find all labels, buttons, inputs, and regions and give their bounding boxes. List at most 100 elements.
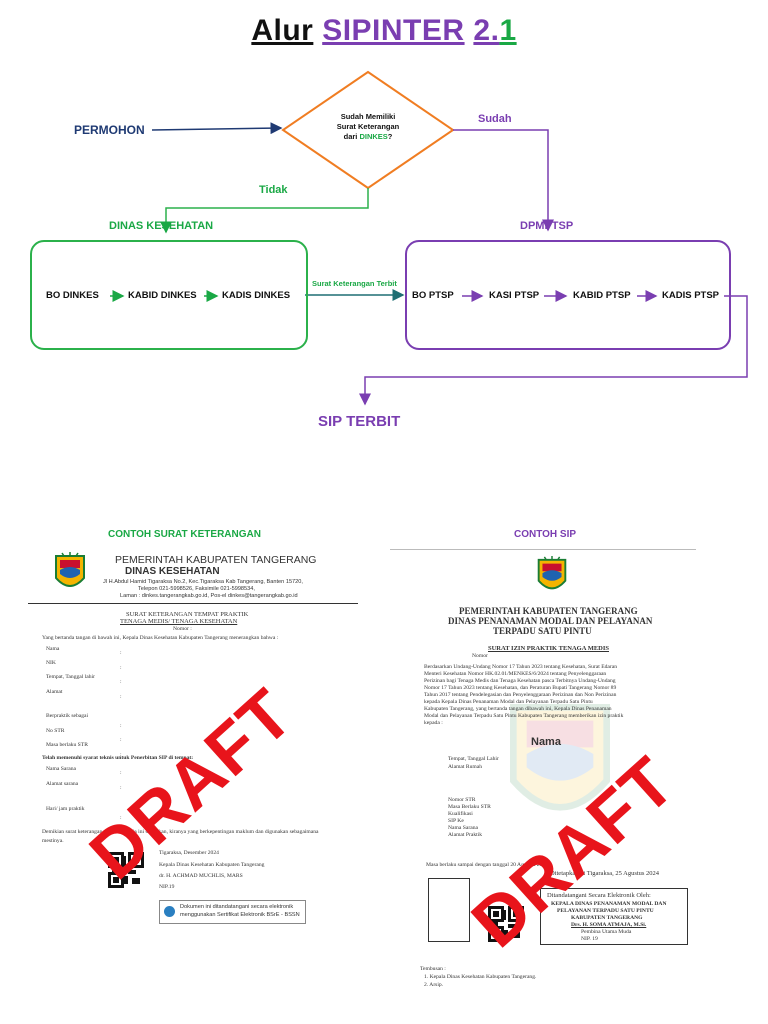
dpmptsp-label: DPMPTSP xyxy=(520,220,574,232)
sip-dept-line-2: TERPADU SATU PINTU xyxy=(493,626,592,636)
step-bo-ptsp: BO PTSP xyxy=(412,290,454,301)
field-berpraktik: Berpraktik sebagai xyxy=(46,713,89,719)
step-bo-dinkes: BO DINKES xyxy=(46,290,99,301)
decision-line-3-suffix: ? xyxy=(387,132,393,142)
sip-body-line: kepada : xyxy=(424,719,443,726)
decision-line-2: Surat Keterangan xyxy=(336,122,400,132)
sip-field-ttl: Tempat, Tanggal Lahir xyxy=(448,756,499,762)
sip-body: Berdasarkan Undang-Undang Nomor 17 Tahun… xyxy=(424,664,623,727)
sign-role: Kepala Dinas Kesehatan Kabupaten Tangera… xyxy=(159,862,265,868)
title-word-sipinter: SIPINTER xyxy=(322,14,465,47)
step-kabid-dinkes: KABID DINKES xyxy=(128,290,197,301)
sip-field-kualifikasi: Kualifikasi xyxy=(448,810,473,817)
sip-doc-title: SURAT IZIN PRAKTIK TENAGA MEDIS xyxy=(488,645,609,652)
decision-line-3-prefix: dari xyxy=(343,132,360,142)
step-kadis-ptsp: KADIS PTSP xyxy=(662,290,720,301)
dinkes-box xyxy=(30,240,308,350)
bsre-icon xyxy=(164,906,175,917)
arrow-sip-terbit xyxy=(359,295,748,406)
sign-nip: NIP.19 xyxy=(159,884,175,890)
sip-esign-head: Ditandatangani Secara Elektronik Oleh: xyxy=(547,892,651,899)
doc-title-2: TENAGA MEDIS/ TENAGA KESEHATAN xyxy=(120,618,238,625)
sign-place-date: Tigaraksa, Desember 2024 xyxy=(159,850,219,856)
sip-doc: PEMERINTAH KABUPATEN TANGERANG DINAS PEN… xyxy=(390,544,696,994)
sip-esign-role-3: KABUPATEN TANGERANG xyxy=(571,915,643,921)
sip-esign-role-1: KEPALA DINAS PENANAMAN MODAL DAN xyxy=(551,901,667,907)
surat-keterangan-terbit-label: Surat Keterangan Terbit xyxy=(312,279,397,288)
surat-keterangan-doc: PEMERINTAH KABUPATEN TANGERANG DINAS KES… xyxy=(28,544,358,944)
title-version-minor: 1 xyxy=(499,14,517,47)
sip-field-nama-sarana: Nama Sarana xyxy=(448,824,478,831)
sip-masa-berlaku: Masa berlaku sampai dengan tanggal 20 Ag… xyxy=(426,862,548,868)
sip-esign-role-2: PELAYANAN TERPADU SATU PINTU xyxy=(557,908,654,914)
qr-code xyxy=(108,852,144,888)
address-line-3: Laman : dinkes.tangerangkab.go.id, Pos-e… xyxy=(120,593,298,599)
decision-dinkes-word: DINKES xyxy=(359,132,388,142)
flow-diagram xyxy=(110,70,748,406)
photo-box xyxy=(428,878,470,942)
sip-field-sip-ke: SIP Ke xyxy=(448,817,464,824)
sip-body-line: Menteri Kesehatan Nomor HK.02.01/MENKES/… xyxy=(424,670,607,677)
sip-body-line: Kabupaten Tangerang, yang bertanda tanga… xyxy=(424,705,612,712)
field-ttl: Tempat, Tanggal lahir xyxy=(46,674,95,680)
sign-name: dr. H. ACHMAD MUCHLIS, MARS xyxy=(159,873,243,879)
doc-nomor: Nomor : xyxy=(173,626,192,632)
arrow-permohon xyxy=(151,122,283,135)
dinas-kesehatan-label: DINAS KESEHATAN xyxy=(109,220,214,232)
sudah-label: Sudah xyxy=(478,113,512,125)
tembusan-label: Tembusan : xyxy=(420,966,446,972)
decision-text: Sudah Memiliki Surat Keterangan dari DIN… xyxy=(318,112,418,142)
letterhead-rule xyxy=(28,603,358,604)
arrow-tidak xyxy=(160,188,369,234)
colon-column-2: ::: xyxy=(120,770,122,821)
colon-column: ::::::: xyxy=(120,650,122,758)
kabupaten-logo-sip xyxy=(537,556,567,590)
tembusan-item-1: 1. Kepala Dinas Kesehatan Kabupaten Tang… xyxy=(424,974,537,980)
step-kasi-ptsp: KASI PTSP xyxy=(489,290,540,301)
field-no-str: No STR xyxy=(46,728,65,734)
esign-line-1: Dokumen ini ditandatangani secara elektr… xyxy=(180,904,294,910)
sip-esign-nip: NIP. 19 xyxy=(581,936,598,942)
sip-nomor: Nomor xyxy=(472,653,488,659)
sip-body-line: Nomor 17 Tahun 2023 tentang Kesehatan, d… xyxy=(424,684,617,691)
sip-esign-box: Ditandatangani Secara Elektronik Oleh: K… xyxy=(540,888,688,945)
sip-terbit-label: SIP TERBIT xyxy=(318,413,401,430)
closing-line-1: Demikian surat keterangan tempat bekerja… xyxy=(42,829,319,835)
address-line-1: Jl H.Abdul Hamid Tigaraksa No.2, Kec.Tig… xyxy=(103,579,303,585)
sip-field-alamat-praktik: Alamat Praktik xyxy=(448,831,483,838)
esign-box: Dokumen ini ditandatangani secara elektr… xyxy=(159,900,306,924)
ptsp-box xyxy=(405,240,731,350)
sip-body-line: Perizinan bagi Tenaga Medis dan Tenaga K… xyxy=(424,677,616,684)
closing-line-2: mestinya. xyxy=(42,838,64,844)
doc-intro: Yang bertanda tangan di bawah ini, Kepal… xyxy=(42,635,279,641)
tembusan-item-2: 2. Arsip. xyxy=(424,982,444,988)
decision-line-3: dari DINKES? xyxy=(318,132,418,142)
step-kadis-dinkes: KADIS DINKES xyxy=(222,290,291,301)
arrow-sudah xyxy=(453,129,554,232)
kabupaten-logo xyxy=(55,552,85,587)
field-nama: Nama xyxy=(46,646,60,652)
step-kabid-ptsp: KABID PTSP xyxy=(573,290,631,301)
field-masa-str: Masa berlaku STR xyxy=(46,742,88,748)
sip-esign-rank: Pembina Utama Muda xyxy=(581,929,632,935)
address-line-2: Telepon 021-5998526, Faksimile 021-59985… xyxy=(138,586,255,592)
top-rule xyxy=(390,549,696,550)
sip-fields-2: Nomor STR Masa Berlaku STR Kualifikasi S… xyxy=(448,797,491,839)
page-title: Alur SIPINTER 2.1 xyxy=(0,14,768,48)
sip-dept-line-1: DINAS PENANAMAN MODAL DAN PELAYANAN xyxy=(448,616,653,626)
title-word-alur: Alur xyxy=(251,14,314,47)
sip-body-line: Tahun 2017 tentang Pendelegasian dan Pen… xyxy=(424,691,617,698)
sip-body-line: Modal dan Pelayanan Terpadu Satu Pintu K… xyxy=(424,712,624,719)
sip-nama: Nama xyxy=(531,736,561,748)
doc-title-1: SURAT KETERANGAN TEMPAT PRAKTIK xyxy=(126,611,249,618)
sip-body-line: Berdasarkan Undang-Undang Nomor 17 Tahun… xyxy=(424,664,618,670)
dept-name: DINAS KESEHATAN xyxy=(125,566,220,577)
field-nik: NIK xyxy=(46,660,56,666)
sip-ditetapkan: Ditetapkan di Tigaraksa, 25 Agustus 2024 xyxy=(550,870,660,877)
field-alamat-sarana: Alamat sarana xyxy=(46,781,79,787)
field-hari-jam: Hari/ jam praktik xyxy=(46,806,85,812)
permohon-label: PERMOHON xyxy=(74,123,145,137)
memenuhi-line: Telah memenuhi syarat teknis untuk Pener… xyxy=(42,755,194,761)
sip-body-line: kepada Kepala Dinas Penanaman Modal dan … xyxy=(424,698,593,705)
field-alamat: Alamat xyxy=(46,689,63,695)
